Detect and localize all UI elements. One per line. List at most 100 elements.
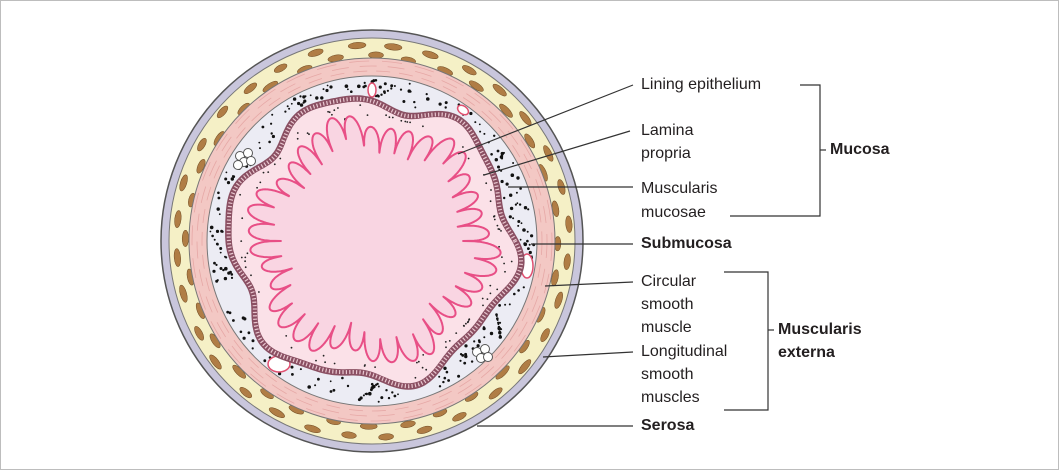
submucosa-dot <box>252 347 254 349</box>
lamina-dot <box>327 111 329 113</box>
submucosa-dot <box>500 155 503 158</box>
submucosa-dot <box>220 267 223 270</box>
muscle-cell <box>182 230 189 246</box>
lamina-dot <box>489 285 491 287</box>
submucosa-dot <box>216 230 219 233</box>
submucosa-dot <box>490 153 493 156</box>
submucosa-dot <box>390 87 392 89</box>
submucosa-dot <box>240 331 243 334</box>
submucosa-dot <box>498 304 501 307</box>
lamina-dot <box>291 347 293 349</box>
submucosa-dot <box>262 126 265 129</box>
submucosa-dot <box>490 332 493 335</box>
lamina-dot <box>385 114 387 116</box>
group-label-muscularis-externa-line1: Muscularis <box>778 319 862 341</box>
submucosa-dot <box>242 316 245 319</box>
submucosa-dot <box>516 176 519 179</box>
submucosa-dot <box>364 85 367 88</box>
lamina-dot <box>334 363 336 365</box>
label-longitudinal-muscle-line2: smooth <box>641 364 693 386</box>
submucosa-dot <box>225 256 227 258</box>
submucosa-dot <box>504 304 506 306</box>
submucosa-dot <box>388 397 390 399</box>
submucosa-dot <box>463 362 466 365</box>
submucosa-dot <box>218 197 221 200</box>
lamina-dot <box>359 104 361 106</box>
label-circular-muscle-line2: smooth <box>641 294 693 316</box>
submucosa-dot <box>496 315 498 317</box>
submucosa-dot <box>300 368 302 370</box>
submucosa-dot <box>226 172 228 174</box>
lamina-dot <box>244 257 246 259</box>
submucosa-dot <box>224 267 228 271</box>
submucosa-dot <box>291 373 294 376</box>
lamina-dot <box>493 216 495 218</box>
submucosa-dot <box>243 337 246 340</box>
submucosa-dot <box>378 401 380 403</box>
lamina-dot <box>485 182 487 184</box>
submucosa-dot <box>517 202 519 204</box>
submucosa-dot <box>474 121 476 123</box>
submucosa-dot <box>384 82 387 85</box>
lamina-dot <box>445 346 447 348</box>
lamina-dot <box>389 116 391 118</box>
submucosa-dot <box>232 319 235 322</box>
lamina-dot <box>468 158 470 160</box>
submucosa-dot <box>307 385 311 389</box>
submucosa-dot <box>224 178 227 181</box>
submucosa-dot <box>464 344 467 347</box>
submucosa-dot <box>469 112 472 115</box>
submucosa-dot <box>500 328 502 330</box>
submucosa-dot <box>483 336 485 338</box>
label-circular-muscle-line1: Circular <box>641 271 696 293</box>
lamina-dot <box>482 305 484 307</box>
submucosa-dot <box>473 340 475 342</box>
group-label-mucosa: Mucosa <box>830 139 890 161</box>
submucosa-dot <box>445 101 448 104</box>
submucosa-dot <box>268 141 271 144</box>
lamina-dot <box>245 266 247 268</box>
lamina-dot <box>324 361 326 363</box>
submucosa-dot <box>478 341 481 344</box>
submucosa-dot <box>221 231 223 233</box>
lamina-dot <box>244 260 246 262</box>
submucosa-dot <box>442 381 444 383</box>
lamina-dot <box>274 163 276 165</box>
submucosa-dot <box>400 89 402 91</box>
submucosa-dot <box>517 225 519 227</box>
submucosa-dot <box>527 247 530 250</box>
submucosa-dot <box>501 180 504 183</box>
submucosa-dot <box>217 192 220 195</box>
submucosa-dot <box>226 311 229 314</box>
submucosa-dot <box>248 331 251 334</box>
submucosa-dot <box>471 360 473 362</box>
label-longitudinal-muscle-line1: Longitudinal <box>641 341 727 363</box>
lamina-dot <box>279 158 281 160</box>
submucosa-dot <box>211 235 214 238</box>
submucosa-dot <box>498 331 501 334</box>
submucosa-dot <box>390 84 393 87</box>
submucosa-dot <box>270 123 272 125</box>
lamina-dot <box>259 182 261 184</box>
submucosa-dot <box>510 207 513 210</box>
submucosa-dot <box>300 103 303 106</box>
submucosa-dot <box>303 100 306 103</box>
lamina-dot <box>497 225 499 227</box>
submucosa-dot <box>330 390 333 393</box>
label-muscularis-mucosae-line1: Muscularis <box>641 178 717 200</box>
submucosa-dot <box>522 228 526 232</box>
submucosa-dot <box>529 251 532 254</box>
submucosa-dot <box>394 395 397 398</box>
label-serosa: Serosa <box>641 415 694 437</box>
lamina-dot <box>462 146 464 148</box>
submucosa-dot <box>520 239 522 241</box>
submucosa-dot <box>378 386 380 388</box>
submucosa-dot <box>315 96 318 99</box>
submucosa-dot <box>391 391 393 393</box>
submucosa-dot <box>499 335 502 338</box>
label-longitudinal-muscle-line3: muscles <box>641 387 700 409</box>
lamina-dot <box>467 322 469 324</box>
submucosa-dot <box>347 88 349 90</box>
submucosa-dot <box>284 111 286 113</box>
label-submucosa: Submucosa <box>641 233 732 255</box>
